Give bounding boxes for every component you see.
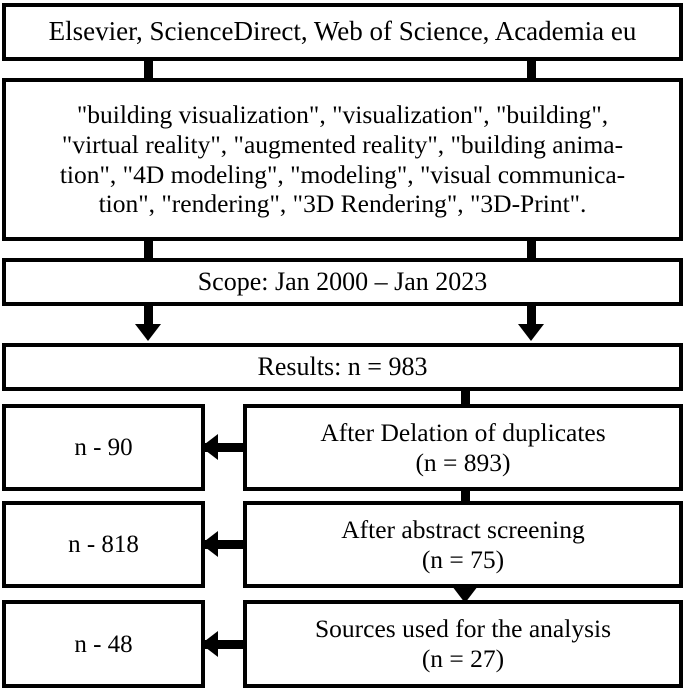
connector-stage-1-to-stage-2 xyxy=(461,488,470,504)
connector-stage-1-to-excluded-1 xyxy=(205,443,247,452)
excluded-label-1: n - 90 xyxy=(74,434,133,461)
arrow-left-icon xyxy=(201,434,218,460)
excluded-label-3: n - 48 xyxy=(74,630,133,658)
excluded-box-3: n - 48 xyxy=(2,600,205,688)
stage-box-2: After abstract screening (n = 75) xyxy=(243,501,683,588)
excluded-box-2: n - 818 xyxy=(2,501,205,588)
connector-databases-to-keywords-right xyxy=(527,57,536,81)
arrow-down-icon xyxy=(135,324,161,341)
arrow-down-icon xyxy=(518,324,544,341)
scope-box: Scope: Jan 2000 – Jan 2023 xyxy=(2,258,683,306)
stage-label-1: After Delation of duplicates (n = 893) xyxy=(320,417,606,477)
connector-scope-to-results-left xyxy=(144,303,153,329)
databases-box: Elsevier, ScienceDirect, Web of Science,… xyxy=(2,3,683,61)
connector-scope-to-results-right xyxy=(527,303,536,329)
arrow-left-icon xyxy=(201,531,218,557)
keywords-box: "building visualization", "visualization… xyxy=(2,78,683,241)
connector-keywords-to-scope-left xyxy=(144,237,153,261)
stage-box-1: After Delation of duplicates (n = 893) xyxy=(243,404,683,491)
connector-stage-2-to-excluded-2 xyxy=(205,540,247,549)
results-box: Results: n = 983 xyxy=(2,343,683,391)
keywords-label: "building visualization", "visualization… xyxy=(59,100,626,219)
databases-label: Elsevier, ScienceDirect, Web of Science,… xyxy=(48,16,637,47)
results-label: Results: n = 983 xyxy=(257,351,428,381)
arrow-left-icon xyxy=(201,631,218,657)
scope-label: Scope: Jan 2000 – Jan 2023 xyxy=(197,266,488,296)
arrow-down-icon xyxy=(452,586,478,603)
connector-keywords-to-scope-right xyxy=(527,237,536,261)
excluded-label-2: n - 818 xyxy=(68,531,139,558)
connector-stage-3-to-excluded-3 xyxy=(205,640,247,649)
stage-label-2: After abstract screening (n = 75) xyxy=(341,514,585,574)
stage-label-3: Sources used for the analysis (n = 27) xyxy=(314,614,611,673)
connector-databases-to-keywords-left xyxy=(144,57,153,81)
excluded-box-1: n - 90 xyxy=(2,404,205,491)
stage-box-3: Sources used for the analysis (n = 27) xyxy=(243,600,683,688)
connector-results-to-stage-1 xyxy=(461,388,470,407)
